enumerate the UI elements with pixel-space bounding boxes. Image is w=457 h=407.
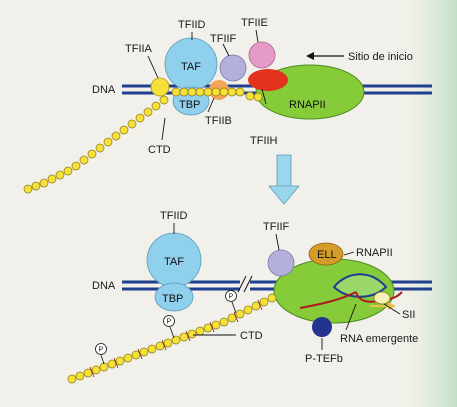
phosphate-marker-2: P [163, 315, 175, 339]
phosphate-marker-3: P [95, 343, 107, 365]
top-label-rnapii: RNAPII [289, 99, 326, 111]
bottom-label-ctd: CTD [240, 330, 263, 342]
top-label-tfiid: TFIID [178, 19, 206, 31]
bottom-label-tfiid: TFIID [160, 210, 188, 222]
bottom-label-rnapii: RNAPII [356, 247, 393, 259]
top-tfiia-shape [150, 77, 170, 97]
top-leader-lines [147, 29, 267, 141]
bottom-leader-lines [173, 223, 401, 350]
top-label-ctd: CTD [148, 144, 171, 156]
bottom-label-tfiif: TFIIF [263, 221, 290, 233]
bottom-label-ell: ELL [317, 249, 337, 261]
bottom-label-ptefb: P-TEFb [305, 353, 343, 365]
transition-arrow [268, 154, 300, 205]
top-label-tfiie: TFIIE [241, 17, 268, 29]
bottom-label-tbp: TBP [162, 293, 183, 305]
ctd-phospho-ticks [89, 299, 263, 378]
top-tfiif-shape [219, 54, 247, 82]
top-label-tfiia: TFIIA [125, 43, 153, 55]
top-ctd-tail [23, 87, 263, 194]
top-tfiie-shape [248, 41, 276, 69]
top-panel: TFIID TFIIE TFIIF TFIIA TAF DNA TBP TFII… [23, 17, 432, 194]
bottom-label-sii: SII [402, 309, 415, 321]
bottom-panel: P P P TFIID TFIIF ELL RNAPII TAF DNA [67, 210, 432, 384]
top-label-tfiif: TFIIF [210, 33, 237, 45]
page-edge-shading [395, 0, 457, 407]
top-label-taf: TAF [181, 61, 201, 73]
svg-text:P: P [229, 294, 234, 301]
phosphate-marker-1: P [225, 290, 237, 314]
dna-break-mark [237, 275, 253, 293]
sii-shape [373, 291, 391, 305]
emerging-rna-tail [299, 291, 357, 309]
ptefb-shape [312, 317, 332, 337]
top-label-tfiih: TFIIH [250, 135, 278, 147]
bottom-label-taf: TAF [164, 256, 184, 268]
svg-text:P: P [99, 347, 104, 354]
top-label-tbp: TBP [179, 99, 200, 111]
bottom-tbp-shape [154, 282, 194, 312]
top-tfiih-shape [248, 69, 288, 91]
svg-text:P: P [167, 319, 172, 326]
top-label-dna: DNA [92, 84, 116, 96]
bottom-label-dna: DNA [92, 280, 116, 292]
bottom-label-emergent-rna: RNA emergente [340, 333, 418, 345]
top-label-start-site: Sitio de inicio [348, 51, 413, 63]
top-label-tfiib: TFIIB [205, 115, 232, 127]
start-site-arrow [306, 52, 344, 60]
bottom-tfiif-shape [267, 249, 295, 277]
ell-shape [308, 242, 344, 266]
